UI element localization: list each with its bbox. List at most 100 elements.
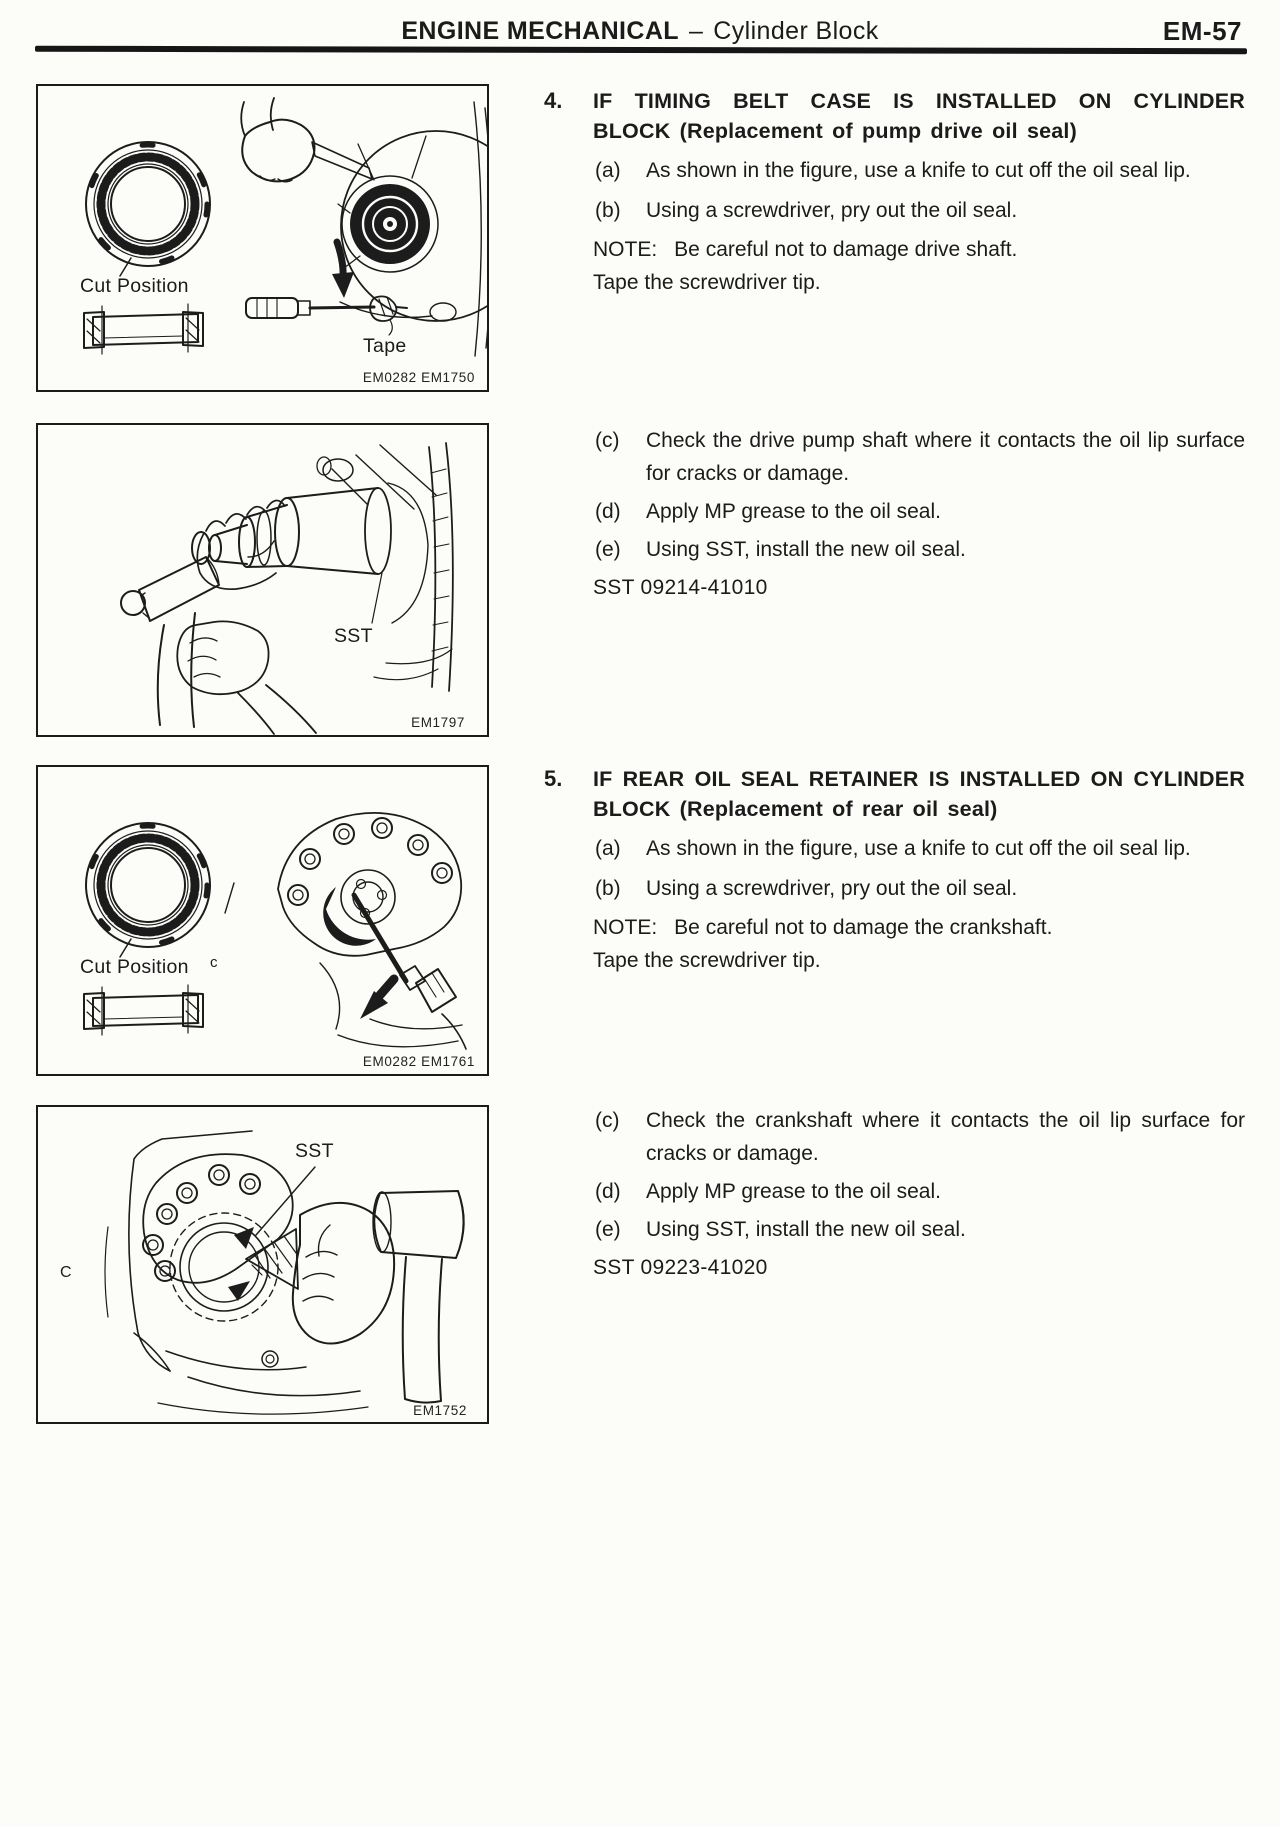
step-text: Using a screwdriver, pry out the oil sea… [646, 877, 1018, 900]
figure-box-pump-seal-install: SST EM1797 [36, 423, 489, 737]
cut-position-label: Cut Position [80, 275, 189, 297]
rear-seal-retainer [142, 1153, 294, 1322]
note-label: NOTE: [593, 916, 658, 939]
gripping-hands [176, 499, 317, 735]
section-name: ENGINE MECHANICAL [401, 17, 679, 45]
cylinder-block-outline [104, 1130, 369, 1415]
page-title: ENGINE MECHANICAL–Cylinder Block [0, 17, 1280, 46]
step-c: (c) Check the crankshaft where it contac… [595, 1104, 1245, 1170]
sst-seal-driver [191, 487, 392, 575]
oil-seal-ring [85, 822, 211, 958]
section-heading: IF TIMING BELT CASE IS INSTALLED ON CYLI… [593, 86, 1245, 146]
figure-code: EM1752 [413, 1403, 467, 1418]
step-text: Using SST, install the new oil seal. [646, 538, 966, 561]
hand-with-knife [240, 97, 373, 183]
cut-position-label: Cut Position [80, 956, 189, 978]
pry-arrow-head [360, 991, 388, 1019]
step-text: Apply MP grease to the oil seal. [646, 500, 941, 523]
step-letter: (e) [595, 538, 621, 561]
heading-line-1: IF TIMING BELT CASE IS INSTALLED ON CYLI… [593, 89, 1245, 113]
note-label: NOTE: [593, 238, 658, 261]
retainer-c-mark: c [210, 954, 218, 971]
seal-crescent [323, 887, 376, 946]
sst-label: SST [334, 625, 373, 647]
sst-seal-driver [245, 1228, 299, 1290]
step-letter: (a) [595, 159, 621, 182]
step-letter: (a) [595, 837, 621, 860]
hammer [372, 1190, 465, 1404]
step-letter: (c) [595, 429, 620, 452]
figure-box-pump-seal-cut: Cut Position Tape EM0282 EM1750 [36, 84, 489, 392]
gripping-hand [291, 1201, 396, 1345]
figure-box-rear-seal-install: C SST EM1752 [36, 1105, 489, 1424]
timing-belt-case-edge [316, 442, 454, 692]
section-5: 5. IF REAR OIL SEAL RETAINER IS INSTALLE… [544, 764, 1245, 977]
screwdriver [351, 892, 467, 1050]
section-5-continued: (c) Check the crankshaft where it contac… [544, 1104, 1245, 1284]
step-a: (a) As shown in the figure, use a knife … [595, 832, 1245, 865]
tape-label: Tape [363, 335, 407, 357]
note: NOTE: Be careful not to damage the cranks… [593, 911, 1245, 977]
note-text-line-1: Be careful not to damage drive shaft. [674, 238, 1018, 261]
step-b: (b) Using a screwdriver, pry out the oil… [595, 872, 1245, 905]
section-4-continued: (c) Check the drive pump shaft where it … [544, 424, 1245, 604]
pump-seal-install-drawing [120, 442, 454, 735]
step-d: (d) Apply MP grease to the oil seal. [595, 1175, 1245, 1208]
seal-cross-section [83, 984, 204, 1036]
heading-line-2: BLOCK (Replacement of rear oil seal) [593, 797, 998, 821]
step-e: (e) Using SST, install the new oil seal. [595, 1213, 1245, 1246]
pump-seal-cut-drawing [83, 97, 487, 357]
page-number: EM-57 [1162, 16, 1242, 46]
screwdriver [245, 295, 408, 336]
title-dash: – [688, 17, 704, 45]
step-letter: (d) [595, 500, 621, 523]
step-letter: (c) [595, 1109, 620, 1132]
section-number: 4. [544, 88, 563, 113]
contact-shade-top [234, 1227, 254, 1249]
note-text-line-2: Tape the screwdriver tip. [593, 949, 821, 972]
heading-line-2: BLOCK (Replacement of pump drive oil sea… [593, 119, 1077, 143]
timing-belt-case [337, 101, 487, 357]
section-4: 4. IF TIMING BELT CASE IS INSTALLED ON C… [544, 86, 1245, 299]
figure-code: EM1797 [411, 715, 465, 730]
step-d: (d) Apply MP grease to the oil seal. [595, 495, 1245, 528]
figure-box-rear-seal-cut: c Cut Position EM0282 EM1761 [36, 765, 489, 1076]
down-arrow [332, 272, 354, 298]
heading-line-1: IF REAR OIL SEAL RETAINER IS INSTALLED O… [593, 767, 1245, 791]
step-letter: (d) [595, 1180, 621, 1203]
note-text-line-1: Be careful not to damage the crankshaft. [674, 916, 1053, 939]
block-c-mark: C [60, 1264, 72, 1281]
rear-seal-cut-drawing: c [83, 812, 467, 1050]
down-arrow-shaft [333, 238, 347, 282]
step-a: (a) As shown in the figure, use a knife … [595, 154, 1245, 187]
step-letter: (b) [595, 199, 621, 222]
step-letter: (b) [595, 877, 621, 900]
figure-code: EM0282 EM1761 [362, 1054, 475, 1069]
step-text: Using SST, install the new oil seal. [646, 1218, 966, 1241]
sst-leader-line [255, 1166, 316, 1236]
sst-leader-line [371, 572, 383, 624]
figure-code: EM0282 EM1750 [362, 370, 475, 385]
step-text: Using a screwdriver, pry out the oil sea… [646, 199, 1018, 222]
step-text: As shown in the figure, use a knife to c… [646, 159, 1191, 182]
step-text: Check the crankshaft where it contacts t… [646, 1109, 1245, 1165]
hammer [120, 556, 220, 728]
pry-arrow-shaft [375, 974, 399, 1000]
oil-seal-ring [85, 141, 211, 277]
subsection-name: Cylinder Block [713, 17, 879, 45]
section-number: 5. [544, 766, 563, 791]
contact-shade-bottom [228, 1281, 250, 1301]
section-heading: IF REAR OIL SEAL RETAINER IS INSTALLED O… [593, 764, 1245, 824]
header-rule [34, 45, 1248, 55]
seal-cross-section [83, 303, 204, 355]
note: NOTE: Be careful not to damage drive shaf… [593, 233, 1245, 299]
sst-label: SST [295, 1140, 334, 1162]
step-text: Check the drive pump shaft where it cont… [646, 429, 1245, 485]
step-text: As shown in the figure, use a knife to c… [646, 837, 1191, 860]
step-text: Apply MP grease to the oil seal. [646, 1180, 941, 1203]
step-b: (b) Using a screwdriver, pry out the oil… [595, 194, 1245, 227]
step-letter: (e) [595, 1218, 621, 1241]
rear-seal-retainer [224, 812, 463, 1048]
rear-seal-install-drawing: C [60, 1130, 465, 1415]
